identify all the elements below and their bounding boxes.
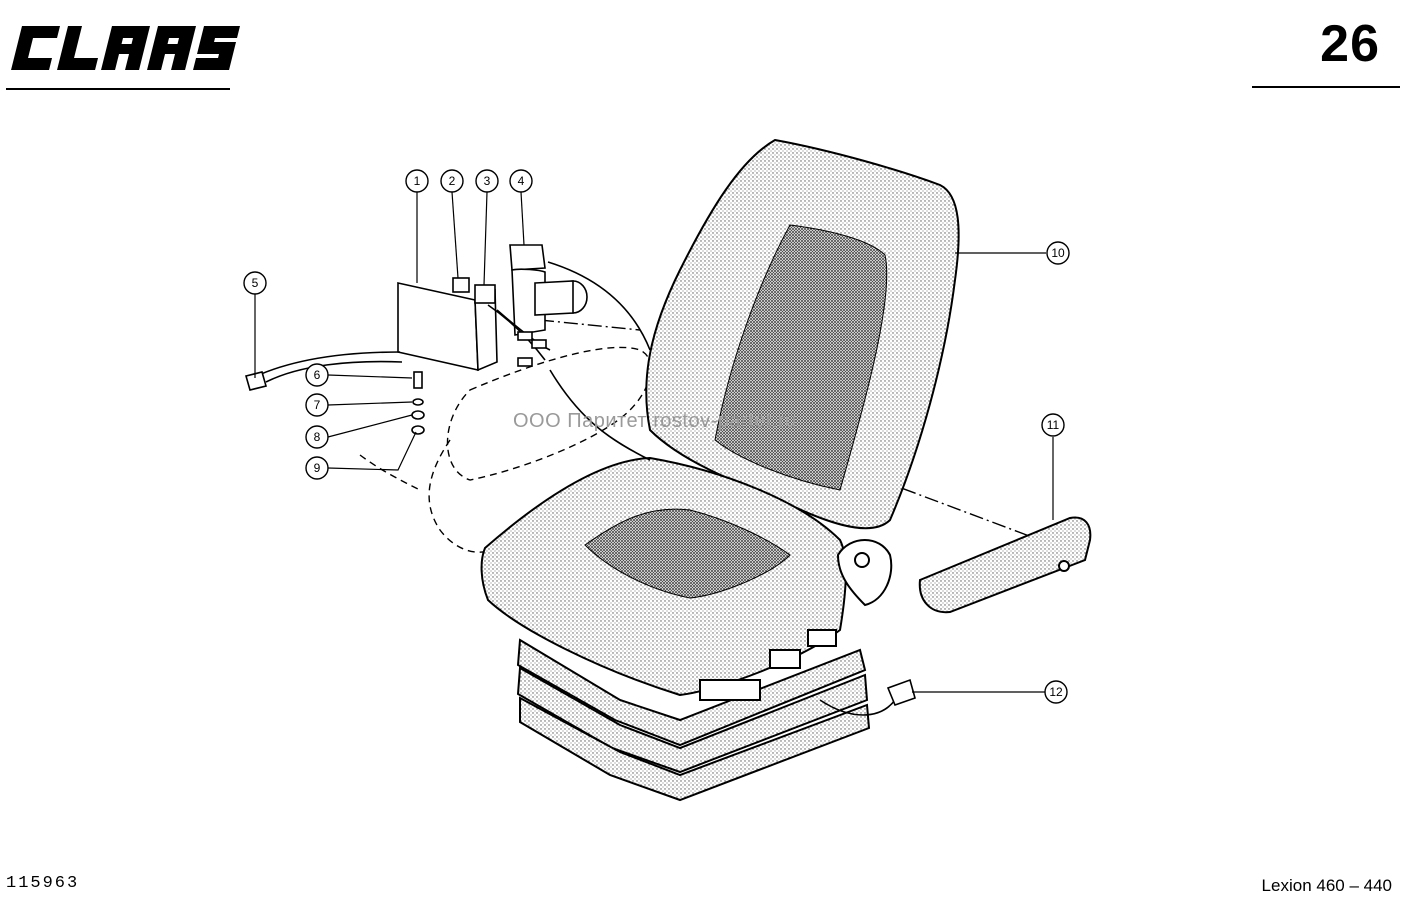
svg-text:6: 6: [314, 368, 321, 382]
seat-cushion: [480, 456, 847, 697]
svg-text:4: 4: [518, 174, 525, 188]
armrest: [918, 516, 1092, 614]
svg-text:2: 2: [449, 174, 456, 188]
callout-2: 2: [440, 169, 464, 193]
side-adjust-knob: [836, 539, 893, 607]
callout-6: 6: [305, 363, 329, 387]
seat-suspension: [516, 629, 871, 802]
header-rule-left: [6, 88, 230, 90]
leader-lines: [254, 191, 1054, 693]
svg-text:9: 9: [314, 461, 321, 475]
svg-text:5: 5: [252, 276, 259, 290]
svg-text:7: 7: [314, 398, 321, 412]
callout-7: 7: [305, 393, 329, 417]
header-rule-right: [1252, 86, 1400, 88]
model-label: Lexion 460 – 440: [1261, 876, 1392, 895]
callout-1: 1: [405, 169, 429, 193]
watermark-text: ООО Паритет rostov-partet.ru: [513, 410, 797, 432]
control-box-assembly: [245, 244, 916, 716]
callout-4: 4: [509, 169, 533, 193]
callout-10: 10: [1046, 241, 1070, 265]
svg-text:10: 10: [1051, 246, 1065, 260]
seat-backrest: [645, 138, 960, 530]
claas-logo: [11, 26, 240, 70]
callout-markers: 1 2 3 4 5 6 7 8 9 10 11 12: [243, 169, 1070, 704]
page-number: 26: [1320, 15, 1380, 73]
callout-5: 5: [243, 271, 267, 295]
callout-8: 8: [305, 425, 329, 449]
drawing-number: 115963: [6, 874, 80, 893]
svg-text:12: 12: [1049, 685, 1063, 699]
svg-text:1: 1: [414, 174, 421, 188]
svg-text:3: 3: [484, 174, 491, 188]
callout-11: 11: [1041, 413, 1065, 437]
callout-12: 12: [1044, 680, 1068, 704]
callout-9: 9: [305, 456, 329, 480]
svg-text:8: 8: [314, 430, 321, 444]
callout-3: 3: [475, 169, 499, 193]
svg-text:11: 11: [1047, 418, 1060, 432]
platform-ghost-outline: [446, 346, 652, 481]
